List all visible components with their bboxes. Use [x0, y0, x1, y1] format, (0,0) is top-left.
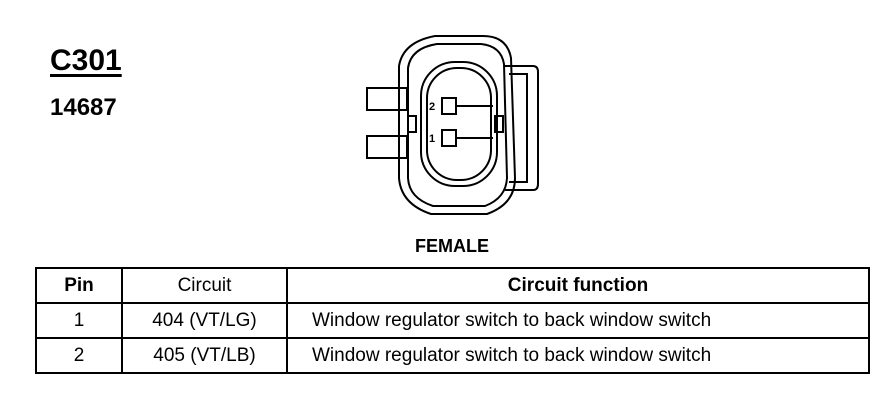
row-circuit-function: Window regulator switch to back window s… [286, 302, 870, 339]
row-pin: 1 [35, 302, 123, 339]
mating-face-outer [420, 61, 498, 187]
row-circuit: 404 (VT/LG) [121, 302, 288, 339]
connector-face-diagram: 2 1 [366, 35, 539, 215]
pin-1-cavity [441, 129, 457, 147]
connector-gender-label: FEMALE [415, 236, 489, 256]
latch-catch [494, 115, 504, 133]
pin-2-cavity [441, 97, 457, 115]
row-circuit-function: Window regulator switch to back window s… [286, 337, 870, 374]
connector-housing-inner [407, 43, 509, 207]
connector-housing-outer [398, 35, 517, 215]
header-circuit: Circuit [121, 267, 288, 304]
row-pin: 2 [35, 337, 123, 374]
latch-inner [509, 73, 528, 183]
table-row: 2 405 (VT/LB) Window regulator switch to… [35, 337, 870, 374]
upper-mounting-tab [366, 87, 408, 111]
pinout-table: Pin Circuit Circuit function 1 404 (VT/L… [35, 267, 870, 374]
pin-2-label: 2 [429, 101, 435, 113]
part-number: 14687 [50, 94, 117, 121]
table-row: 1 404 (VT/LG) Window regulator switch to… [35, 302, 870, 339]
header-circuit-function: Circuit function [286, 267, 870, 304]
connector-id: C301 [50, 44, 122, 77]
header-pin: Pin [35, 267, 123, 304]
pin-1-label: 1 [429, 133, 435, 145]
side-key [407, 115, 417, 133]
lower-mounting-tab [366, 135, 408, 159]
latch-outer [505, 65, 539, 191]
table-header-row: Pin Circuit Circuit function [35, 267, 870, 304]
mating-face-inner [426, 67, 492, 181]
row-circuit: 405 (VT/LB) [121, 337, 288, 374]
